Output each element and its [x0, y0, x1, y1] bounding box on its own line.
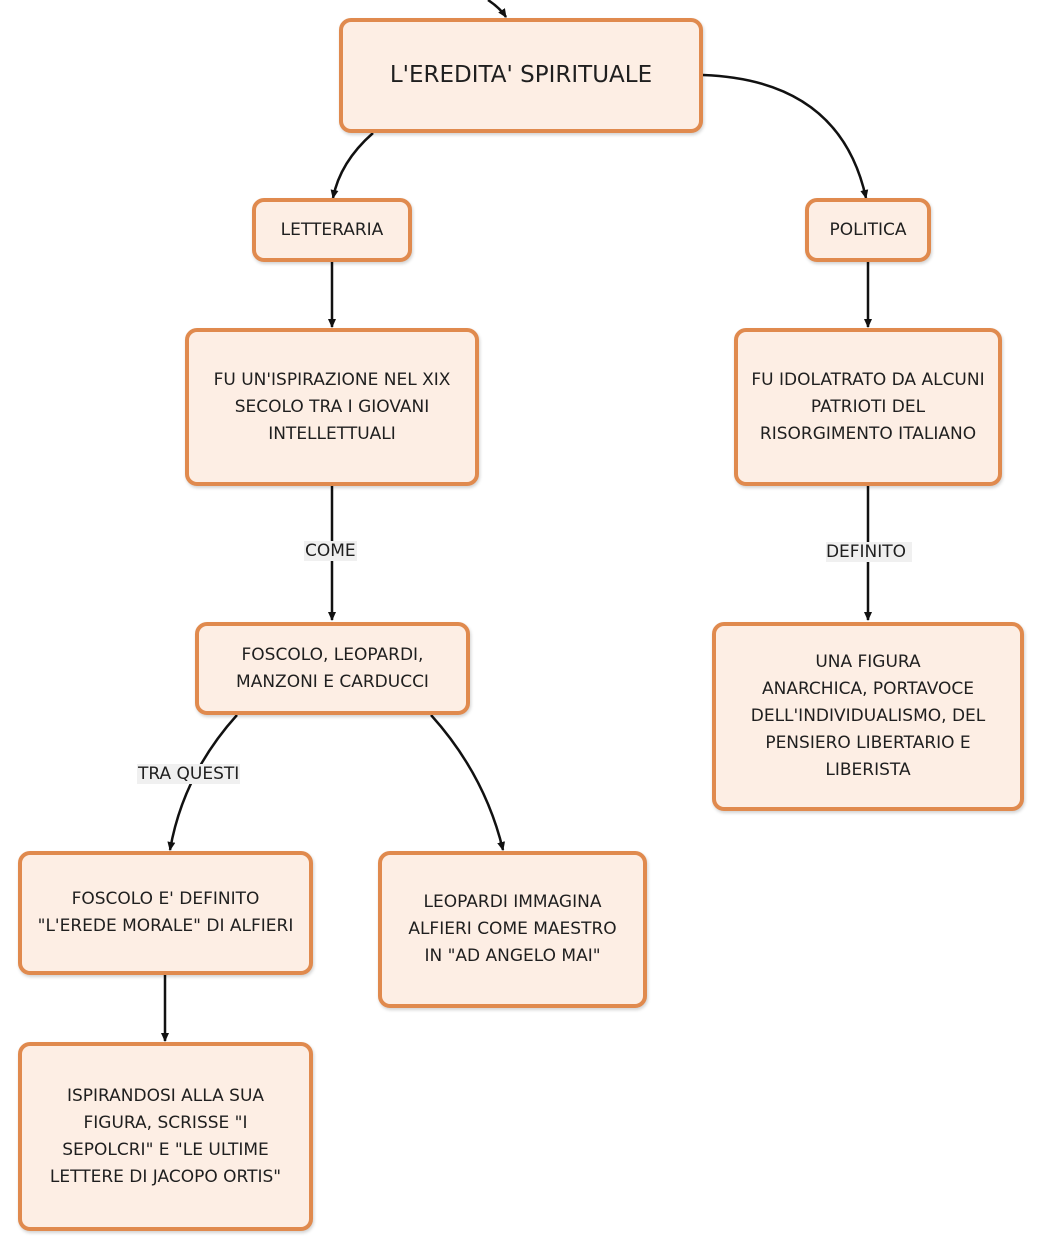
node-idolatrato-line: FU IDOLATRATO DA ALCUNI [751, 369, 985, 390]
node-figura[interactable]: UNA FIGURA ANARCHICA, PORTAVOCE DELL'IND… [712, 622, 1024, 811]
node-sepolcri-line: SEPOLCRI" E "LE ULTIME [62, 1139, 269, 1160]
node-ispirazione-line: SECOLO TRA I GIOVANI [234, 396, 430, 417]
node-foscolo-line: FOSCOLO E' DEFINITO [71, 889, 260, 909]
node-autori-line: FOSCOLO, LEOPARDI, [241, 644, 424, 665]
edge-autori-to-leopardi [430, 714, 506, 851]
node-leopardi-line: IN "AD ANGELO MAI" [424, 946, 601, 966]
node-root[interactable]: L'EREDITA' SPIRITUALE [339, 18, 703, 133]
node-leopardi-line: ALFIERI COME MAESTRO [408, 919, 617, 939]
node-autori[interactable]: FOSCOLO, LEOPARDI, MANZONI E CARDUCCI [195, 622, 470, 715]
node-autori-line: MANZONI E CARDUCCI [236, 671, 429, 692]
edge-incoming-to-root [487, 0, 508, 18]
edge-label-definito: DEFINITO [826, 542, 912, 562]
node-ispirazione-line: FU UN'ISPIRAZIONE NEL XIX [213, 369, 451, 390]
node-sepolcri-line: ISPIRANDOSI ALLA SUA [66, 1085, 265, 1106]
edge-label-tra-questi: TRA QUESTI [137, 764, 241, 784]
node-root-label: L'EREDITA' SPIRITUALE [389, 62, 653, 88]
node-figura-line: PENSIERO LIBERTARIO E [765, 733, 971, 753]
node-sepolcri[interactable]: ISPIRANDOSI ALLA SUA FIGURA, SCRISSE "I … [18, 1042, 313, 1231]
node-sepolcri-line: LETTERE DI JACOPO ORTIS" [49, 1166, 282, 1187]
node-politica[interactable]: POLITICA [805, 198, 931, 262]
node-idolatrato[interactable]: FU IDOLATRATO DA ALCUNI PATRIOTI DEL RIS… [734, 328, 1002, 486]
node-sepolcri-line: FIGURA, SCRISSE "I [83, 1112, 248, 1133]
node-idolatrato-line: PATRIOTI DEL [810, 396, 926, 417]
node-letteraria[interactable]: LETTERARIA [252, 198, 412, 262]
node-idolatrato-line: RISORGIMENTO ITALIANO [759, 423, 977, 444]
edge-root-to-politica [702, 73, 869, 199]
node-ispirazione[interactable]: FU UN'ISPIRAZIONE NEL XIX SECOLO TRA I G… [185, 328, 479, 486]
node-figura-line: LIBERISTA [825, 760, 911, 780]
node-foscolo[interactable]: FOSCOLO E' DEFINITO "L'EREDE MORALE" DI … [18, 851, 313, 975]
node-ispirazione-line: INTELLETTUALI [268, 423, 396, 444]
node-leopardi[interactable]: LEOPARDI IMMAGINA ALFIERI COME MAESTRO I… [378, 851, 647, 1008]
edge-root-to-letteraria [330, 132, 374, 199]
node-foscolo-line: "L'EREDE MORALE" DI ALFIERI [37, 916, 294, 936]
node-figura-line: ANARCHICA, PORTAVOCE [761, 679, 975, 699]
node-figura-line: UNA FIGURA [815, 652, 921, 672]
node-leopardi-line: LEOPARDI IMMAGINA [423, 892, 602, 912]
node-politica-label: POLITICA [829, 219, 907, 240]
edge-label-come: COME [304, 541, 357, 561]
node-letteraria-label: LETTERARIA [280, 219, 384, 240]
node-figura-line: DELL'INDIVIDUALISMO, DEL [750, 706, 986, 726]
